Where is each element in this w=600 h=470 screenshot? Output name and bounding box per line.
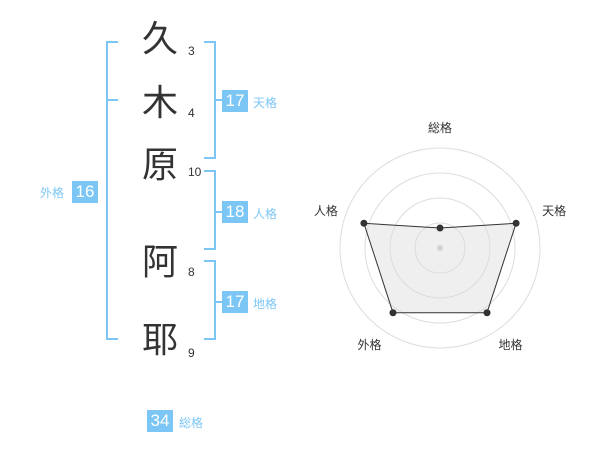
jinkaku-badge: 18 bbox=[222, 201, 248, 223]
stroke-count-3: 10 bbox=[188, 165, 202, 179]
tenkaku-bracket-top bbox=[204, 41, 216, 43]
radar-grid-ring bbox=[339, 147, 541, 349]
chikaku-bracket-bottom bbox=[204, 338, 216, 340]
radar-series bbox=[360, 219, 520, 317]
radar-grid bbox=[339, 147, 541, 349]
jinkaku-connector bbox=[214, 211, 222, 213]
radar-grid-ring bbox=[414, 222, 466, 274]
chikaku-bracket-top bbox=[204, 260, 216, 262]
gaikaku-label: 外格 bbox=[40, 186, 65, 200]
jinkaku-label: 人格 bbox=[253, 207, 278, 221]
radar-point-4 bbox=[389, 309, 397, 317]
stroke-count-4: 8 bbox=[188, 265, 195, 279]
tenkaku-connector bbox=[214, 99, 222, 101]
soukaku-badge: 34 bbox=[147, 410, 173, 432]
stroke-count-5: 9 bbox=[188, 346, 195, 360]
radar-point-2 bbox=[512, 219, 520, 227]
stroke-count-1: 3 bbox=[188, 44, 195, 58]
radar-axis-label-1: 総格 bbox=[428, 120, 452, 135]
radar-grid-ring bbox=[389, 197, 491, 299]
radar-axis-label-4: 外格 bbox=[357, 337, 381, 352]
name-char-4: 阿 bbox=[141, 242, 178, 283]
radar-axis-label-2: 天格 bbox=[542, 203, 566, 218]
name-char-1: 久 bbox=[141, 19, 178, 60]
jinkaku-bracket-vertical bbox=[214, 170, 216, 250]
gaikaku-badge: 16 bbox=[72, 181, 98, 203]
tenkaku-bracket-bottom bbox=[204, 157, 216, 159]
name-char-2: 木 bbox=[141, 83, 178, 124]
chikaku-badge: 17 bbox=[222, 291, 248, 313]
radar-point-3 bbox=[483, 309, 491, 317]
gaikaku-bracket-bottom bbox=[106, 338, 118, 340]
gaikaku-bracket-mid bbox=[106, 99, 118, 101]
gaikaku-bracket-vertical bbox=[106, 41, 108, 340]
name-char-5: 耶 bbox=[141, 320, 178, 361]
jinkaku-bracket-bottom bbox=[204, 248, 216, 250]
gaikaku-bracket-top bbox=[106, 41, 118, 43]
jinkaku-bracket-top bbox=[204, 170, 216, 172]
chikaku-connector bbox=[214, 301, 222, 303]
tenkaku-badge: 17 bbox=[222, 90, 248, 112]
chikaku-bracket-vertical bbox=[214, 260, 216, 340]
soukaku-label: 総格 bbox=[179, 416, 204, 430]
chikaku-label: 地格 bbox=[253, 297, 278, 311]
radar-point-5 bbox=[360, 219, 368, 227]
radar-area bbox=[363, 222, 517, 314]
radar-point-1 bbox=[436, 224, 444, 232]
stroke-count-2: 4 bbox=[188, 106, 195, 120]
name-char-3: 原 bbox=[141, 145, 178, 186]
radar-grid-ring bbox=[364, 172, 516, 324]
radar-axis-label-5: 人格 bbox=[314, 203, 338, 218]
radar-axis-label-3: 地格 bbox=[498, 337, 522, 352]
tenkaku-label: 天格 bbox=[253, 96, 278, 110]
radar-center-dot bbox=[437, 245, 443, 251]
